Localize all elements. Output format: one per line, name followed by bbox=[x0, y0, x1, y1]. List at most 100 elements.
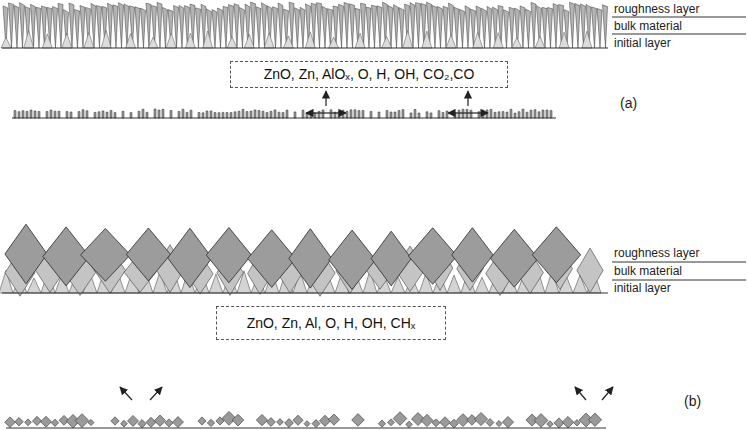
grain bbox=[185, 33, 195, 48]
grain bbox=[238, 111, 240, 118]
grain bbox=[110, 110, 112, 118]
grain bbox=[170, 111, 172, 119]
grain bbox=[25, 419, 32, 426]
grain bbox=[135, 7, 140, 48]
grain bbox=[402, 110, 404, 118]
grain bbox=[314, 113, 316, 118]
grain bbox=[562, 416, 574, 428]
grain bbox=[242, 109, 244, 118]
grain bbox=[346, 111, 348, 118]
grain bbox=[502, 112, 504, 118]
grain bbox=[113, 5, 118, 48]
grain bbox=[182, 109, 184, 118]
grain bbox=[372, 5, 377, 48]
grain bbox=[382, 36, 392, 48]
grain bbox=[474, 413, 487, 426]
grain bbox=[366, 7, 371, 48]
grain bbox=[126, 228, 170, 281]
grain bbox=[34, 111, 36, 118]
grain bbox=[206, 111, 208, 118]
grain bbox=[294, 112, 296, 118]
grain bbox=[362, 111, 364, 119]
grain bbox=[304, 421, 310, 427]
grain bbox=[482, 8, 487, 48]
grain bbox=[430, 113, 432, 118]
initial-nuclei bbox=[5, 411, 602, 428]
grain bbox=[526, 112, 528, 118]
grain bbox=[51, 419, 58, 426]
grain bbox=[106, 112, 108, 118]
grain bbox=[1, 37, 11, 48]
grain bbox=[440, 417, 451, 428]
grain bbox=[223, 6, 228, 48]
grain bbox=[5, 417, 16, 428]
grain bbox=[258, 111, 260, 119]
grain bbox=[487, 6, 492, 48]
grain bbox=[138, 420, 146, 428]
grain bbox=[101, 31, 111, 49]
grain bbox=[262, 3, 267, 48]
grain bbox=[206, 228, 251, 283]
species-list: ZnO, Zn, Al, O, H, OH, CHₓ bbox=[247, 315, 416, 332]
grain bbox=[394, 112, 396, 118]
grain bbox=[46, 112, 48, 119]
grain bbox=[20, 3, 25, 48]
grain bbox=[207, 419, 214, 426]
grain bbox=[442, 113, 444, 119]
species-list: ZnO, Zn, AlOₓ, O, H, OH, CO₂,CO bbox=[264, 66, 475, 83]
grain bbox=[473, 32, 483, 48]
grain bbox=[5, 224, 47, 284]
panel-label: (a) bbox=[620, 96, 637, 110]
grain bbox=[378, 420, 385, 427]
grain bbox=[256, 414, 267, 425]
grain bbox=[186, 112, 188, 118]
grain bbox=[319, 415, 330, 426]
grain bbox=[352, 414, 365, 427]
layer-label: initial layer bbox=[614, 36, 671, 50]
grain bbox=[162, 109, 164, 118]
grain bbox=[350, 110, 352, 118]
grain bbox=[370, 112, 372, 119]
grain bbox=[222, 112, 224, 118]
grain bbox=[432, 6, 437, 49]
grain bbox=[75, 414, 89, 428]
grain bbox=[102, 111, 104, 118]
grain bbox=[399, 8, 404, 48]
grain bbox=[277, 419, 284, 426]
grain bbox=[317, 3, 322, 48]
grain bbox=[358, 111, 360, 118]
grain bbox=[230, 113, 232, 118]
grain bbox=[266, 113, 268, 118]
grain bbox=[158, 110, 160, 118]
grain bbox=[490, 229, 538, 287]
grain bbox=[329, 37, 339, 48]
grain bbox=[329, 230, 376, 289]
grain bbox=[66, 112, 68, 118]
grain bbox=[18, 112, 20, 118]
grain bbox=[53, 7, 58, 49]
grain bbox=[597, 9, 602, 48]
grain bbox=[54, 111, 56, 118]
grain bbox=[510, 109, 512, 118]
grain bbox=[154, 415, 165, 426]
grain bbox=[267, 418, 276, 427]
grain bbox=[142, 109, 144, 118]
grain bbox=[575, 4, 580, 49]
grain bbox=[81, 229, 131, 282]
grain bbox=[538, 112, 540, 118]
grain bbox=[234, 4, 239, 48]
grain bbox=[173, 417, 184, 428]
grain bbox=[394, 5, 399, 48]
grain bbox=[535, 36, 545, 48]
grain bbox=[377, 6, 382, 48]
grain bbox=[386, 111, 388, 119]
grain bbox=[378, 112, 380, 118]
grain bbox=[254, 110, 256, 118]
grain bbox=[522, 109, 524, 118]
grain bbox=[146, 112, 148, 118]
grain bbox=[466, 110, 468, 119]
grain bbox=[286, 110, 288, 118]
grain bbox=[494, 112, 496, 118]
grain bbox=[88, 420, 94, 426]
grain bbox=[418, 113, 420, 118]
